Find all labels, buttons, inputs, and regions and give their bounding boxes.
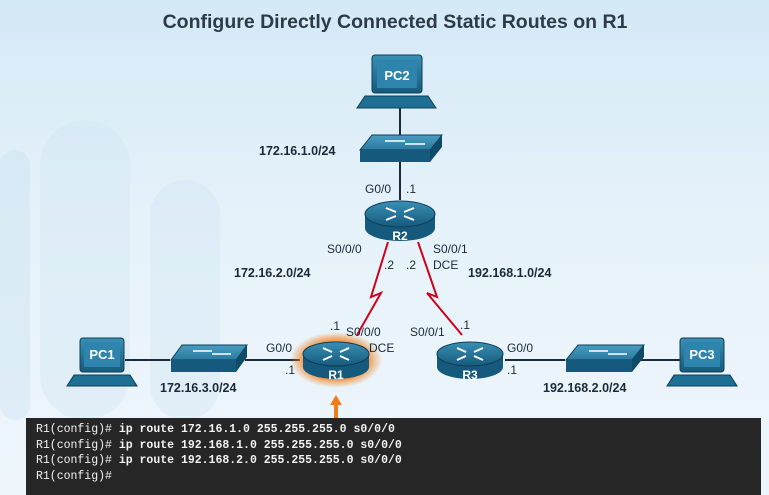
cli-prompt: R1(config)# <box>36 454 119 467</box>
terminal-line: R1(config)# <box>36 469 751 485</box>
router-r3-icon[interactable]: R3 <box>436 341 504 382</box>
cli-terminal[interactable]: R1(config)# ip route 172.16.1.0 255.255.… <box>26 418 761 495</box>
cli-command: ip route 172.16.1.0 255.255.255.0 s0/0/0 <box>118 423 395 436</box>
r1-g00-ip-label: .1 <box>285 363 295 377</box>
router-r2-icon[interactable]: R2 <box>364 200 436 243</box>
switch-right-icon[interactable] <box>564 344 646 372</box>
network-label-192-168-2: 192.168.2.0/24 <box>543 381 626 395</box>
cli-prompt: R1(config)# <box>36 438 119 452</box>
r3-s001-label: S0/0/1 <box>410 325 445 339</box>
r2-s000-label: S0/0/0 <box>327 242 362 256</box>
network-label-172-16-1: 172.16.1.0/24 <box>259 144 336 158</box>
pc2-label: PC2 <box>384 68 409 83</box>
pc1-icon[interactable]: PC1 <box>66 337 138 387</box>
terminal-line: R1(config)# ip route 192.168.2.0 255.255… <box>36 453 751 469</box>
cli-command: ip route 192.168.2.0 255.255.255.0 s0/0/… <box>118 454 402 467</box>
pc2-icon[interactable]: PC2 <box>356 54 437 109</box>
pc3-icon[interactable]: PC3 <box>666 337 738 387</box>
serial-link-r1-r2 <box>356 241 389 336</box>
r3-s001-ip-label: .1 <box>460 318 470 332</box>
r1-s000-label: S0/0/0 <box>346 325 381 339</box>
terminal-line: R1(config)# ip route 172.16.1.0 255.255.… <box>36 422 751 438</box>
r2-dce-label: DCE <box>433 258 458 272</box>
r3-g00-ip-label: .1 <box>507 363 517 377</box>
r1-g00-label: G0/0 <box>266 341 292 355</box>
r2-s000-ip-label: .2 <box>384 258 394 272</box>
network-label-172-16-3: 172.16.3.0/24 <box>160 381 237 395</box>
network-labels: 172.16.1.0/24 172.16.2.0/24 192.168.1.0/… <box>160 144 626 395</box>
switch-top-icon[interactable] <box>358 134 444 162</box>
cli-prompt: R1(config)# <box>36 423 119 436</box>
r2-s001-label: S0/0/1 <box>433 242 468 256</box>
r2-g00-ip-label: .1 <box>406 182 416 196</box>
r2-g00-label: G0/0 <box>365 182 391 196</box>
switch-left-icon[interactable] <box>170 344 248 372</box>
serial-links <box>356 241 463 336</box>
r1-label: R1 <box>328 368 344 382</box>
router-r1-icon[interactable]: R1 <box>302 341 370 382</box>
ethernet-links <box>125 108 680 361</box>
cli-command: ip route 192.168.1.0 255.255.255.0 s0/0/… <box>118 438 402 452</box>
network-label-172-16-2: 172.16.2.0/24 <box>234 266 311 280</box>
cli-prompt: R1(config)# <box>36 469 112 483</box>
pointer-arrow-icon <box>330 395 342 418</box>
r2-label: R2 <box>392 229 408 243</box>
serial-link-r2-r3 <box>417 241 463 336</box>
r2-s001-ip-label: .2 <box>406 258 416 272</box>
r1-s000-ip-label: .1 <box>330 319 340 333</box>
pc3-label: PC3 <box>689 347 714 362</box>
network-label-192-168-1: 192.168.1.0/24 <box>468 266 551 280</box>
r1-dce-label: DCE <box>369 341 394 355</box>
r3-label: R3 <box>462 368 478 382</box>
terminal-line: R1(config)# ip route 192.168.1.0 255.255… <box>36 438 751 454</box>
r3-g00-label: G0/0 <box>507 341 533 355</box>
pc1-label: PC1 <box>89 347 114 362</box>
diagram-title: Configure Directly Connected Static Rout… <box>163 11 628 33</box>
interface-labels: G0/0 .1 S0/0/0 .2 S0/0/1 .2 DCE .1 S0/0/… <box>266 182 533 377</box>
